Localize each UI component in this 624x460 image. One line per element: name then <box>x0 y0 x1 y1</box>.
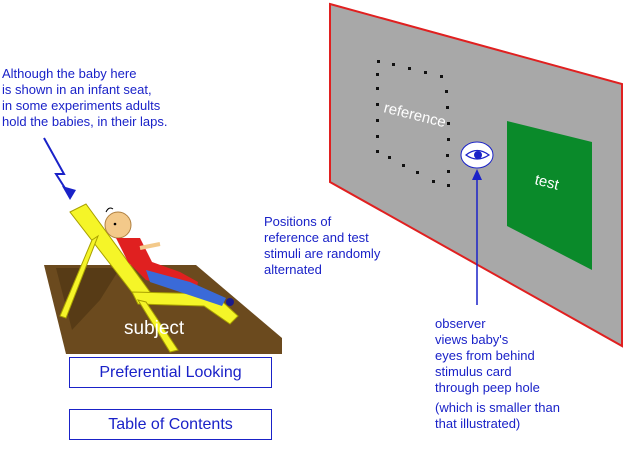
lightning-arrow <box>43 137 76 200</box>
baby-seat-note: Although the baby here is shown in an in… <box>2 66 168 129</box>
subject-label: subject <box>124 318 185 339</box>
preferential-looking-link[interactable]: Preferential Looking <box>69 357 272 388</box>
peephole-note: (which is smaller than that illustrated) <box>435 400 560 431</box>
observer-arrow <box>472 169 482 305</box>
positions-note: Positions of reference and test stimuli … <box>264 214 381 277</box>
test-label: test <box>533 171 561 194</box>
observer-note: observer views baby's eyes from behind s… <box>435 316 540 395</box>
table-of-contents-link[interactable]: Table of Contents <box>69 409 272 440</box>
baby-figure <box>104 207 234 306</box>
reference-dotted-outline <box>376 60 450 187</box>
eye-icon <box>460 141 494 169</box>
test-stimulus <box>507 121 592 270</box>
floor-shadow <box>56 268 120 330</box>
